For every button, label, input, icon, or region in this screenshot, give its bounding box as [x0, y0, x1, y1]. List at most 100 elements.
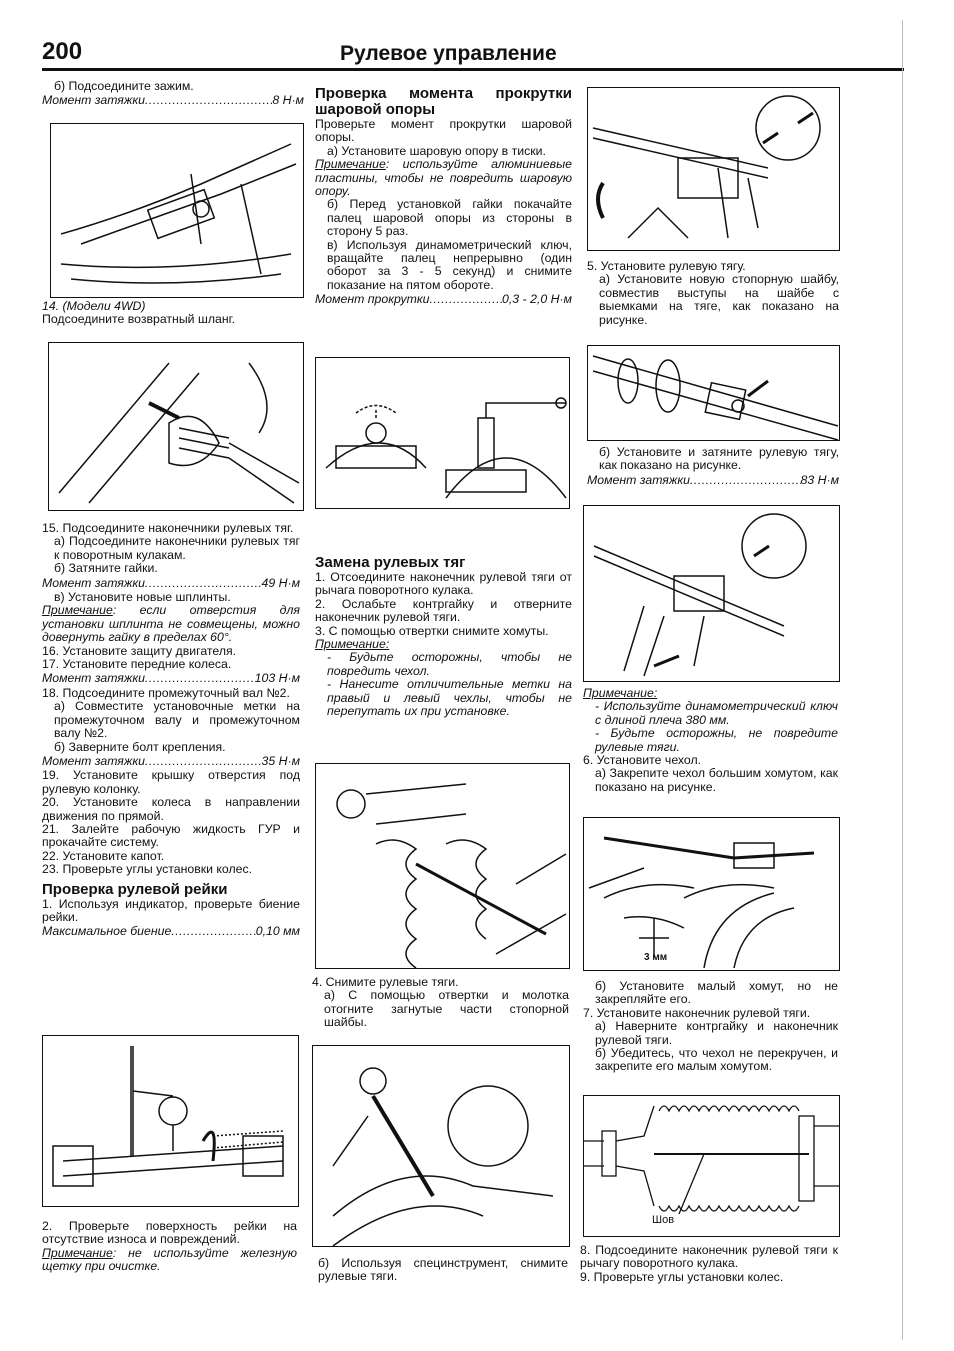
note-text: - Используйте динамометрический ключ с д…: [595, 699, 838, 727]
note-label: Примечание:: [583, 686, 658, 700]
torque-label: Момент прокрутки: [315, 292, 430, 307]
col1-steps15-23: 15. Подсоедините наконечники рулевых тяг…: [42, 521, 301, 940]
step-text: 19. Установите крышку отверстия под руле…: [42, 768, 300, 796]
note-text: - Будьте осторожны, не повредите рулевые…: [595, 726, 838, 754]
step-text: а) Установите шаровую опору в тиски.: [327, 143, 546, 158]
figure-boot-clamp-removal: [315, 763, 570, 969]
col1-top: б) Подсоедините зажим. Момент затяжки 8 Н…: [42, 79, 304, 109]
torque-label: Момент затяжки: [42, 753, 145, 768]
note-label: Примечание: [42, 603, 113, 618]
torque-row: Момент прокрутки 0,3 - 2,0 Н·м: [315, 292, 572, 307]
col3-step8-9: 8. Подсоедините наконечник рулевой тяги …: [580, 1243, 838, 1284]
note-label: Примечание: [42, 1245, 113, 1260]
page-number: 200: [42, 38, 83, 65]
step-text: а) Наверните контргайку и наконечник рул…: [595, 1019, 838, 1047]
figure-boot-large-clamp: 3 мм: [583, 817, 840, 971]
col3-step5b: б) Установите и затяните рулевую тягу, к…: [587, 445, 840, 488]
note-text: : используйте алюминиевые пластины, чтоб…: [315, 157, 572, 199]
figure-tie-rod-end: [48, 342, 304, 511]
torque-label: Момент затяжки: [587, 472, 690, 487]
step-text: а) Подсоедините наконечники рулевых тяг …: [54, 534, 300, 562]
section-heading: Проверка рулевой рейки: [42, 880, 228, 898]
note-text: - Нанесите отличительные метки на правый…: [327, 677, 572, 719]
torque-row: Момент затяжки 83 Н·м: [587, 472, 840, 487]
figure-ball-joint-vise: [587, 87, 840, 251]
page-title: Рулевое управление: [340, 42, 557, 65]
step-text: б) Используя специнструмент, снимите рул…: [318, 1256, 568, 1284]
torque-value: 0,10 мм: [255, 924, 300, 939]
figure-return-hose-clamp: [50, 123, 304, 298]
col1-rack-step2: 2. Проверьте поверхность рейки на отсутс…: [42, 1219, 297, 1274]
col3-note-step6: Примечание: - Используйте динамометричес…: [583, 686, 838, 794]
torque-label: Момент затяжки: [42, 671, 145, 686]
step-text: б) Подсоедините зажим.: [54, 79, 194, 93]
step-text: Подсоедините возвратный шланг.: [42, 312, 236, 327]
torque-value: 35 Н·м: [261, 753, 301, 768]
step-text: б) Установите малый хомут, но не закрепл…: [595, 979, 838, 1007]
step-text: а) С помощью отвертки и молотка отогните…: [324, 988, 569, 1030]
torque-label: Момент затяжки: [42, 575, 145, 590]
step-text: 21. Залейте рабочую жидкость ГУР и прока…: [42, 821, 300, 850]
torque-row: Момент затяжки 103 Н·м: [42, 671, 300, 686]
step-text: 3. С помощью отвертки снимите хомуты.: [315, 623, 549, 638]
step-text: 18. Подсоедините промежуточный вал №2.: [42, 685, 290, 700]
figure-lock-washer-install: [587, 345, 840, 441]
col2-replacement: Замена рулевых тяг 1. Отсоедините наконе…: [315, 555, 572, 718]
step-text: 9. Проверьте углы установки колес.: [580, 1269, 784, 1284]
step-text: б) Перед установкой гайки покачайте пале…: [327, 197, 572, 239]
header-rule: [42, 68, 904, 71]
note-text: - Будьте осторожны, чтобы не повредить ч…: [327, 650, 572, 678]
col2-ball-joint: Проверка момента прокрутки шаровой опоры…: [315, 86, 572, 308]
step-text: б) Установите и затяните рулевую тягу, к…: [599, 445, 839, 473]
step-text: 7. Установите наконечник рулевой тяги.: [583, 1005, 811, 1020]
figure-dial-indicator: [42, 1035, 299, 1207]
step-text: а) Совместите установочные метки на пром…: [54, 699, 300, 741]
step-text: 20. Установите колеса в направлении движ…: [42, 795, 300, 823]
figure-label-seam: Шов: [652, 1214, 675, 1226]
figure-label-3mm: 3 мм: [644, 952, 668, 963]
note-label: Примечание:: [315, 637, 390, 652]
col3-step5: 5. Установите рулевую тягу. а) Установит…: [587, 259, 839, 327]
step-text: а) Установите новую стопорную шайбу, сов…: [599, 272, 839, 327]
figure-lock-washer-unbend: [312, 1045, 570, 1247]
page-edge: [902, 20, 903, 1340]
col1-step14: 14. (Модели 4WD) Подсоедините возвратный…: [42, 299, 304, 327]
step-text: 15. Подсоедините наконечники рулевых тяг…: [42, 521, 294, 535]
figure-boot-seam: Шов: [583, 1095, 840, 1237]
step-text: 8. Подсоедините наконечник рулевой тяги …: [580, 1243, 838, 1271]
step-text: Проверьте момент прокрутки шаровой опоры…: [315, 117, 572, 145]
torque-row: Момент затяжки 8 Н·м: [42, 93, 304, 108]
torque-row: Максимальное биение 0,10 мм: [42, 924, 300, 939]
step-text: б) Заверните болт крепления.: [54, 739, 226, 754]
figure-ball-joint-torque: [315, 357, 570, 509]
col2-step4: 4. Снимите рулевые тяги. а) С помощью от…: [312, 975, 569, 1030]
step-text: 1. Используя индикатор, проверьте биение…: [42, 896, 300, 924]
torque-value: 49 Н·м: [261, 575, 301, 590]
torque-row: Момент затяжки 35 Н·м: [42, 753, 301, 768]
torque-label: Момент затяжки: [42, 93, 145, 108]
step-text: в) Установите новые шплинты.: [54, 590, 231, 605]
note-text: : если отверстия для установки шплинта н…: [42, 603, 300, 645]
step-text: б) Затяните гайки.: [54, 561, 158, 576]
step-text: а) Закрепите чехол большим хомутом, как …: [595, 766, 838, 794]
figure-tie-rod-torque: [583, 505, 840, 682]
step-text: 22. Установите капот.: [42, 848, 165, 863]
col2-step4b: б) Используя специнструмент, снимите рул…: [318, 1256, 568, 1284]
step-text: 1. Отсоедините наконечник рулевой тяги о…: [315, 570, 572, 598]
torque-value: 103 Н·м: [254, 671, 300, 686]
torque-label: Максимальное биение: [42, 924, 172, 939]
torque-value: 83 Н·м: [800, 472, 840, 487]
note-label: Примечание: [315, 157, 386, 172]
step-text: в) Используя динамометрический ключ, вра…: [327, 237, 572, 292]
torque-value: 8 Н·м: [272, 93, 304, 108]
step-text: 6. Установите чехол.: [583, 753, 702, 768]
torque-value: 0,3 - 2,0 Н·м: [502, 292, 572, 307]
step-text: 2. Проверьте поверхность рейки на отсутс…: [42, 1219, 297, 1247]
col3-step6b-7: б) Установите малый хомут, но не закрепл…: [583, 979, 838, 1074]
step-text: 17. Установите передние колеса.: [42, 657, 232, 672]
section-heading: Проверка момента прокрутки шаровой опоры: [315, 85, 572, 118]
step-text: 23. Проверьте углы установки колес.: [42, 862, 253, 877]
step-text: 16. Установите защиту двигателя.: [42, 643, 237, 658]
torque-row: Момент затяжки 49 Н·м: [42, 575, 301, 590]
step-text: 14. (Модели 4WD): [42, 299, 146, 313]
